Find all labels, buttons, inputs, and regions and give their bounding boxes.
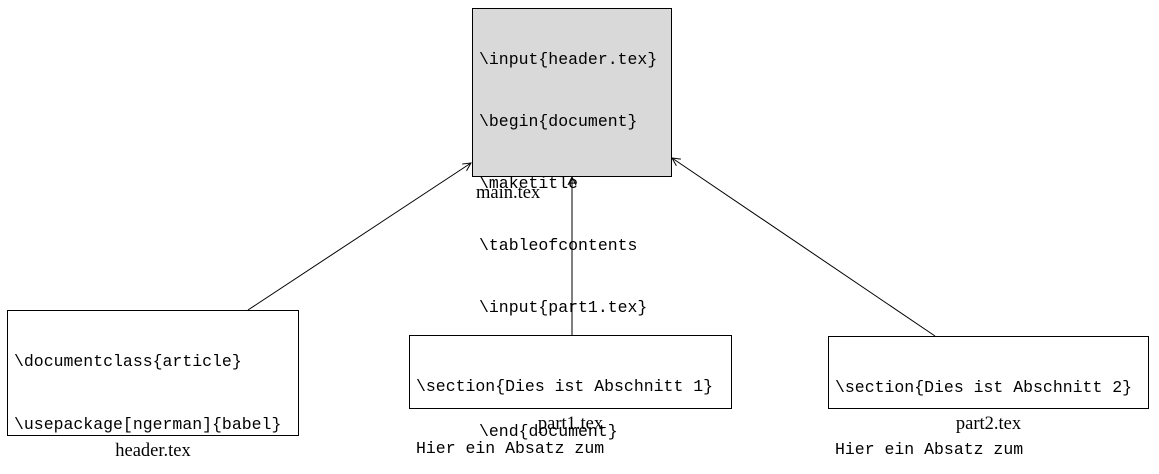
file-label-part2-tex: part2.tex (955, 414, 1022, 434)
code-line: \tableofcontents (479, 236, 638, 255)
file-label-main-tex: main.tex (476, 183, 541, 203)
code-box-main-tex: \input{header.tex} \begin{document} \mak… (472, 8, 672, 441)
file-label-part1-tex: part1.tex (537, 414, 604, 434)
edge-header-to-main (247, 162, 472, 311)
code-line: \input{part1.tex} (479, 298, 648, 317)
edge-part2-to-main (671, 157, 936, 337)
code-line: \documentclass{article} (14, 352, 242, 371)
code-line: \end{document} (479, 422, 618, 441)
code-box-part2-tex: \section{Dies ist Abschnitt 2} Hier ein … (828, 336, 1149, 459)
code-line: Hier ein Absatz zum (835, 440, 1024, 459)
code-line: \maketitle (479, 174, 579, 193)
code-box-part1-tex: \section{Dies ist Abschnitt 1} Hier ein … (409, 335, 732, 458)
code-line: \section{Dies ist Abschnitt 2} (835, 378, 1133, 397)
code-line: \input{header.tex} (479, 50, 658, 69)
code-line: \section{Dies ist Abschnitt 1} (416, 377, 714, 396)
code-line: Hier ein Absatz zum (416, 439, 605, 458)
code-line: \begin{document} (479, 112, 638, 131)
code-line: \usepackage[ngerman]{babel} (14, 414, 282, 434)
file-label-header-tex: header.tex (115, 441, 191, 461)
code-box-header-tex: \documentclass{article} \usepackage[nger… (7, 310, 299, 436)
